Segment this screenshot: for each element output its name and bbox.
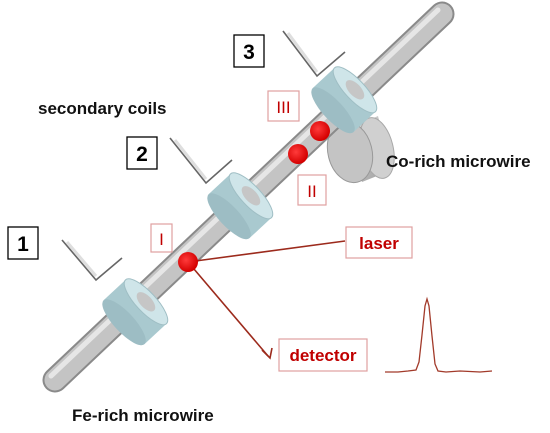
position-box-III: III xyxy=(267,90,300,122)
detector-label-box: detector xyxy=(278,338,368,372)
position-box-I: I xyxy=(150,223,173,253)
secondary-coils-label: secondary coils xyxy=(38,99,167,118)
laser-spot-1 xyxy=(178,252,198,272)
secondary-coil-2 xyxy=(207,172,274,240)
laser-label-box: laser xyxy=(345,226,413,259)
laser-label: laser xyxy=(359,234,399,253)
laser-spot-2 xyxy=(288,144,308,164)
detector-signal-trace xyxy=(385,296,493,373)
coil-number-box-2: 2 xyxy=(126,136,158,170)
detector-label: detector xyxy=(289,346,356,365)
secondary-coil-3 xyxy=(311,66,378,134)
pulse-glyph-2 xyxy=(169,137,233,185)
position-label-I: I xyxy=(159,230,164,249)
fe-rich-microwire-label: Fe-rich microwire xyxy=(72,406,214,425)
laser-beam xyxy=(187,240,346,360)
position-label-II: II xyxy=(307,182,316,201)
co-rich-microwire xyxy=(326,116,395,184)
coil-number-1: 1 xyxy=(17,233,29,256)
coil-number-box-1: 1 xyxy=(7,226,39,260)
coil-number-box-3: 3 xyxy=(233,34,265,68)
secondary-coil-1 xyxy=(102,278,169,346)
laser-spot-3 xyxy=(310,121,330,141)
pulse-glyph-3 xyxy=(282,30,346,78)
pulse-glyph-1 xyxy=(61,239,123,282)
position-label-III: III xyxy=(276,98,290,117)
position-box-II: II xyxy=(297,174,327,206)
coil-number-2: 2 xyxy=(136,143,148,166)
coil-number-3: 3 xyxy=(243,41,255,64)
co-rich-microwire-label: Co-rich microwire xyxy=(386,152,531,171)
